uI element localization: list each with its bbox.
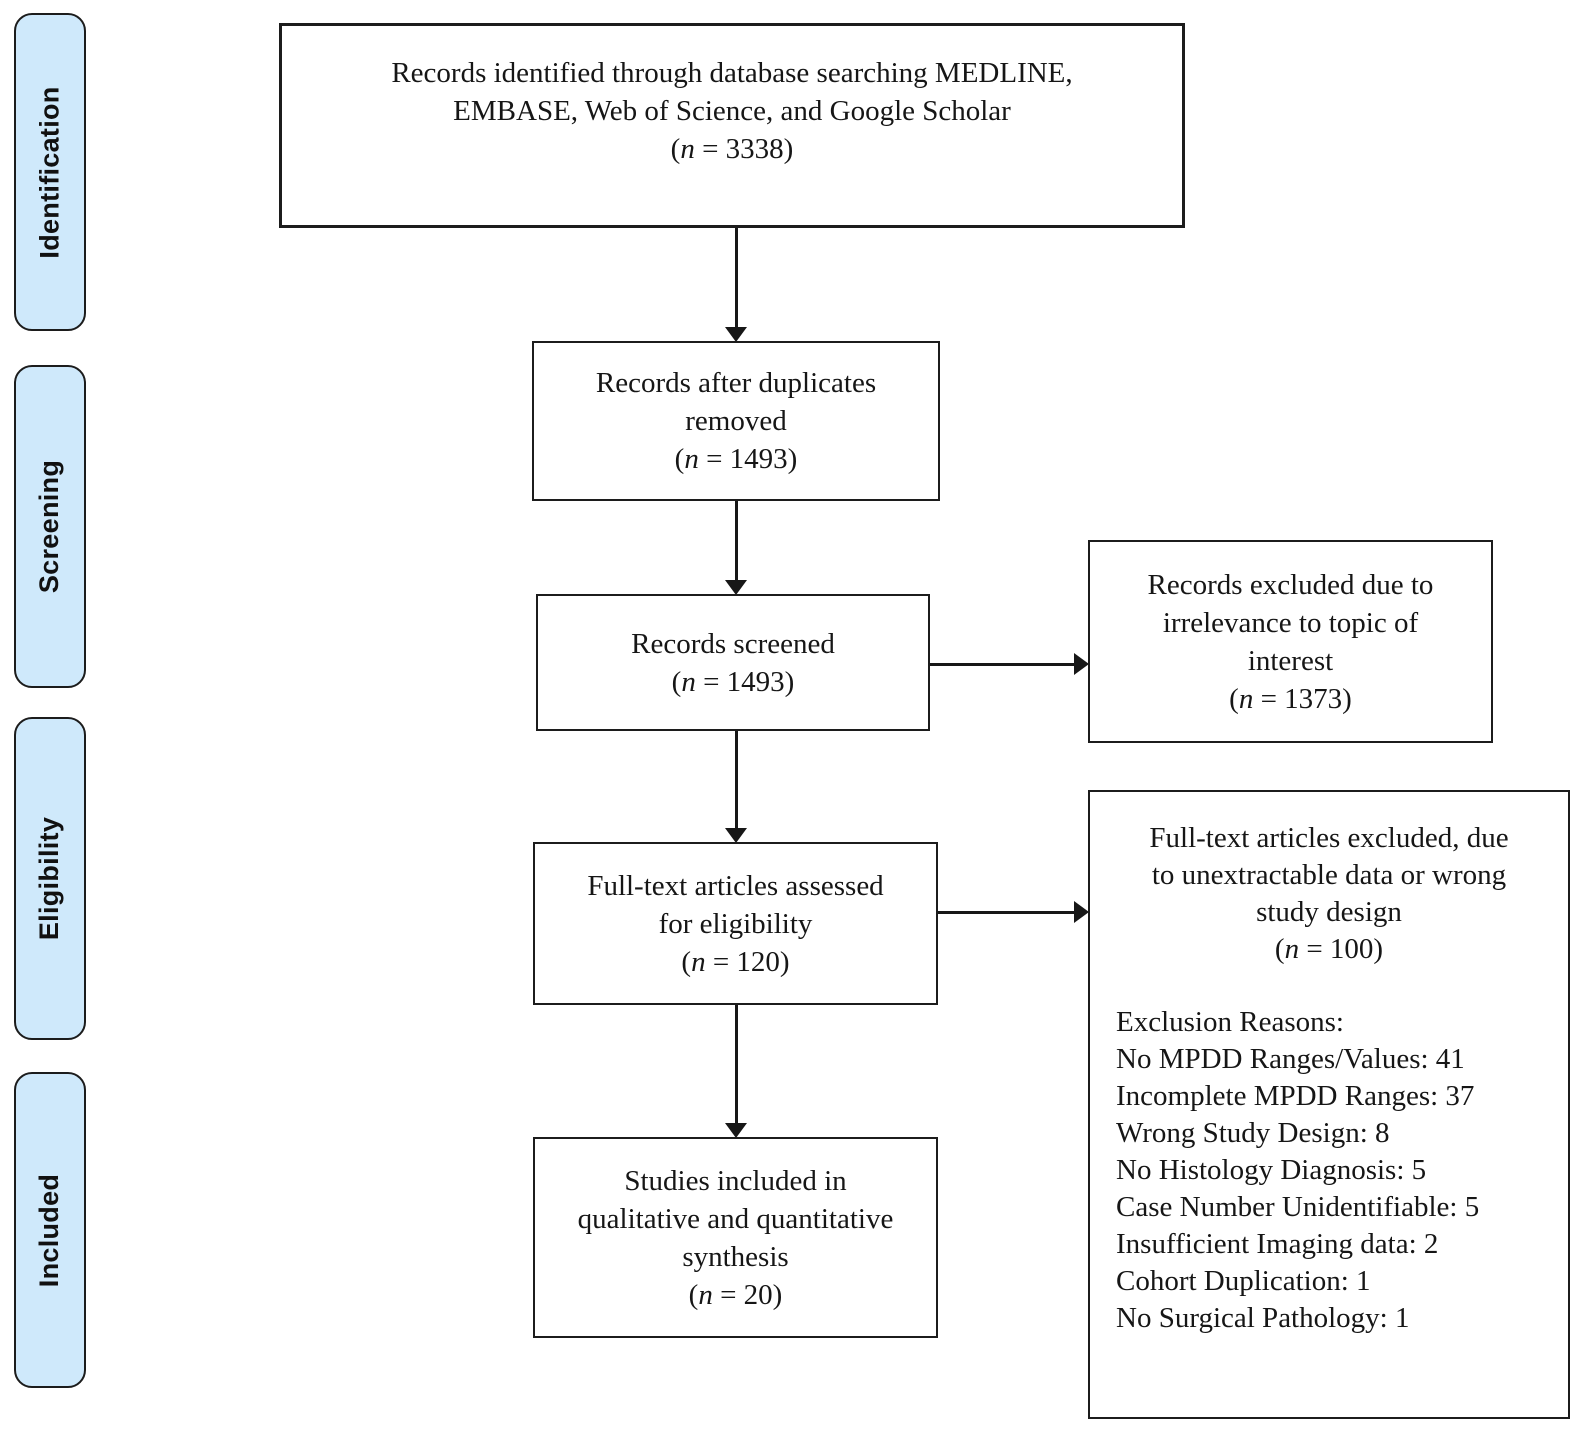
box-text-line: Records after duplicates [595, 367, 877, 399]
n-close: ) [1373, 933, 1384, 965]
box-text-line: Full-text articles assessed [587, 869, 884, 902]
n-symbol: n [684, 443, 699, 475]
n-count-line: (n = 120) [553, 943, 918, 981]
box-text-line: irrelevance to topic of [1162, 606, 1419, 639]
stage-identification: Identification [14, 13, 86, 331]
n-count-line: (n = 1373) [1108, 680, 1473, 718]
n-open: ( [688, 1278, 699, 1311]
n-close: ) [772, 1278, 783, 1311]
stage-included: Included [14, 1072, 86, 1388]
n-open: ( [670, 133, 681, 165]
stage-included-label: Included [34, 1173, 65, 1287]
box-text-line: interest [1247, 644, 1334, 677]
n-symbol: n [680, 133, 695, 165]
n-count-line: (n = 1493) [556, 663, 910, 701]
arrow-screened-to-excluded-line [930, 663, 1074, 666]
box-fulltext-assessed: Full-text articles assessed for eligibil… [533, 842, 938, 1005]
n-equals: = [1253, 682, 1285, 715]
box-text-line: Records identified through database sear… [391, 57, 1073, 89]
n-symbol: n [691, 945, 706, 978]
arrow-deduplicated-to-screened-head [725, 580, 747, 595]
exclusion-reason: Cohort Duplication: 1 [1116, 1265, 1371, 1297]
box-text-line: to unextractable data or wrong [1151, 859, 1507, 891]
arrow-deduplicated-to-screened-line [735, 501, 738, 580]
n-symbol: n [1284, 933, 1300, 965]
n-symbol: n [698, 1278, 713, 1311]
n-close: ) [783, 133, 794, 165]
box-text-line: study design [1256, 896, 1402, 928]
stage-eligibility: Eligibility [14, 717, 86, 1040]
n-symbol: n [1238, 682, 1254, 715]
box-text-line: Records excluded due to [1147, 568, 1434, 601]
n-open: ( [681, 945, 692, 978]
exclusion-reasons-title: Exclusion Reasons: [1116, 1006, 1344, 1038]
count-value: 1493 [726, 665, 785, 698]
count-value: 1493 [729, 443, 788, 475]
exclusion-reason: Case Number Unidentifiable: 5 [1116, 1191, 1480, 1223]
box-text-line: Studies included in [624, 1164, 847, 1197]
n-count-line: (n = 1493) [552, 440, 920, 478]
n-count-line: (n = 20) [553, 1276, 918, 1314]
n-close: ) [779, 945, 790, 978]
box-records-screened: Records screened (n = 1493) [536, 594, 930, 731]
n-close: ) [1342, 682, 1352, 715]
count-value: 20 [743, 1278, 773, 1311]
arrow-fulltext-to-included-head [725, 1123, 747, 1138]
stage-identification-label: Identification [34, 85, 65, 259]
arrow-fulltext-to-excluded-head [1074, 901, 1089, 923]
box-text-line: qualitative and quantitative [577, 1202, 894, 1235]
n-equals: = [698, 443, 730, 475]
count-value: 3338 [725, 133, 784, 165]
arrow-screened-to-fulltext-line [735, 731, 738, 828]
box-duplicates-removed: Records after duplicates removed (n = 14… [532, 341, 940, 501]
n-equals: = [1299, 933, 1330, 965]
box-records-identified: Records identified through database sear… [279, 23, 1185, 228]
arrow-fulltext-to-excluded-line [938, 911, 1074, 914]
n-open: ( [674, 443, 685, 475]
n-equals: = [695, 665, 727, 698]
exclusion-reason: No Surgical Pathology: 1 [1116, 1302, 1410, 1334]
arrow-screened-to-fulltext-head [725, 828, 747, 843]
n-count-line: (n = 100) [1108, 931, 1550, 968]
arrow-fulltext-to-included-line [735, 1005, 738, 1123]
count-value: 120 [736, 945, 780, 978]
box-studies-included: Studies included in qualitative and quan… [533, 1137, 938, 1338]
box-text-line: synthesis [682, 1240, 789, 1273]
arrow-screened-to-excluded-head [1074, 653, 1089, 675]
n-equals: = [712, 1278, 744, 1311]
box-text-line: removed [685, 405, 787, 437]
exclusion-reasons-list: Exclusion Reasons: No MPDD Ranges/Values… [1108, 1004, 1550, 1337]
n-count-line: (n = 3338) [300, 130, 1164, 168]
stage-eligibility-label: Eligibility [34, 816, 65, 941]
box-text-line: EMBASE, Web of Science, and Google Schol… [453, 95, 1011, 127]
arrow-identified-to-deduplicated-line [735, 228, 738, 327]
n-equals: = [694, 133, 726, 165]
exclusion-reason: No MPDD Ranges/Values: 41 [1116, 1043, 1465, 1075]
n-equals: = [705, 945, 737, 978]
exclusion-reason: Incomplete MPDD Ranges: 37 [1116, 1080, 1475, 1112]
box-text-line: for eligibility [658, 907, 813, 940]
n-symbol: n [681, 665, 696, 698]
box-text-line: Full-text articles excluded, due [1149, 822, 1509, 854]
stage-screening: Screening [14, 365, 86, 688]
exclusion-reason: No Histology Diagnosis: 5 [1116, 1154, 1427, 1186]
arrow-identified-to-deduplicated-head [725, 327, 747, 342]
exclusion-reason: Wrong Study Design: 8 [1116, 1117, 1390, 1149]
box-text-line: Records screened [631, 627, 835, 660]
box-fulltext-excluded: Full-text articles excluded, due to unex… [1088, 790, 1570, 1419]
n-open: ( [671, 665, 682, 698]
n-open: ( [1274, 933, 1285, 965]
n-open: ( [1229, 682, 1239, 715]
count-value: 1373 [1284, 682, 1343, 715]
n-close: ) [784, 665, 795, 698]
n-close: ) [787, 443, 798, 475]
stage-screening-label: Screening [34, 459, 65, 594]
exclusion-reason: Insufficient Imaging data: 2 [1116, 1228, 1439, 1260]
count-value: 100 [1329, 933, 1374, 965]
box-records-excluded: Records excluded due to irrelevance to t… [1088, 540, 1493, 743]
